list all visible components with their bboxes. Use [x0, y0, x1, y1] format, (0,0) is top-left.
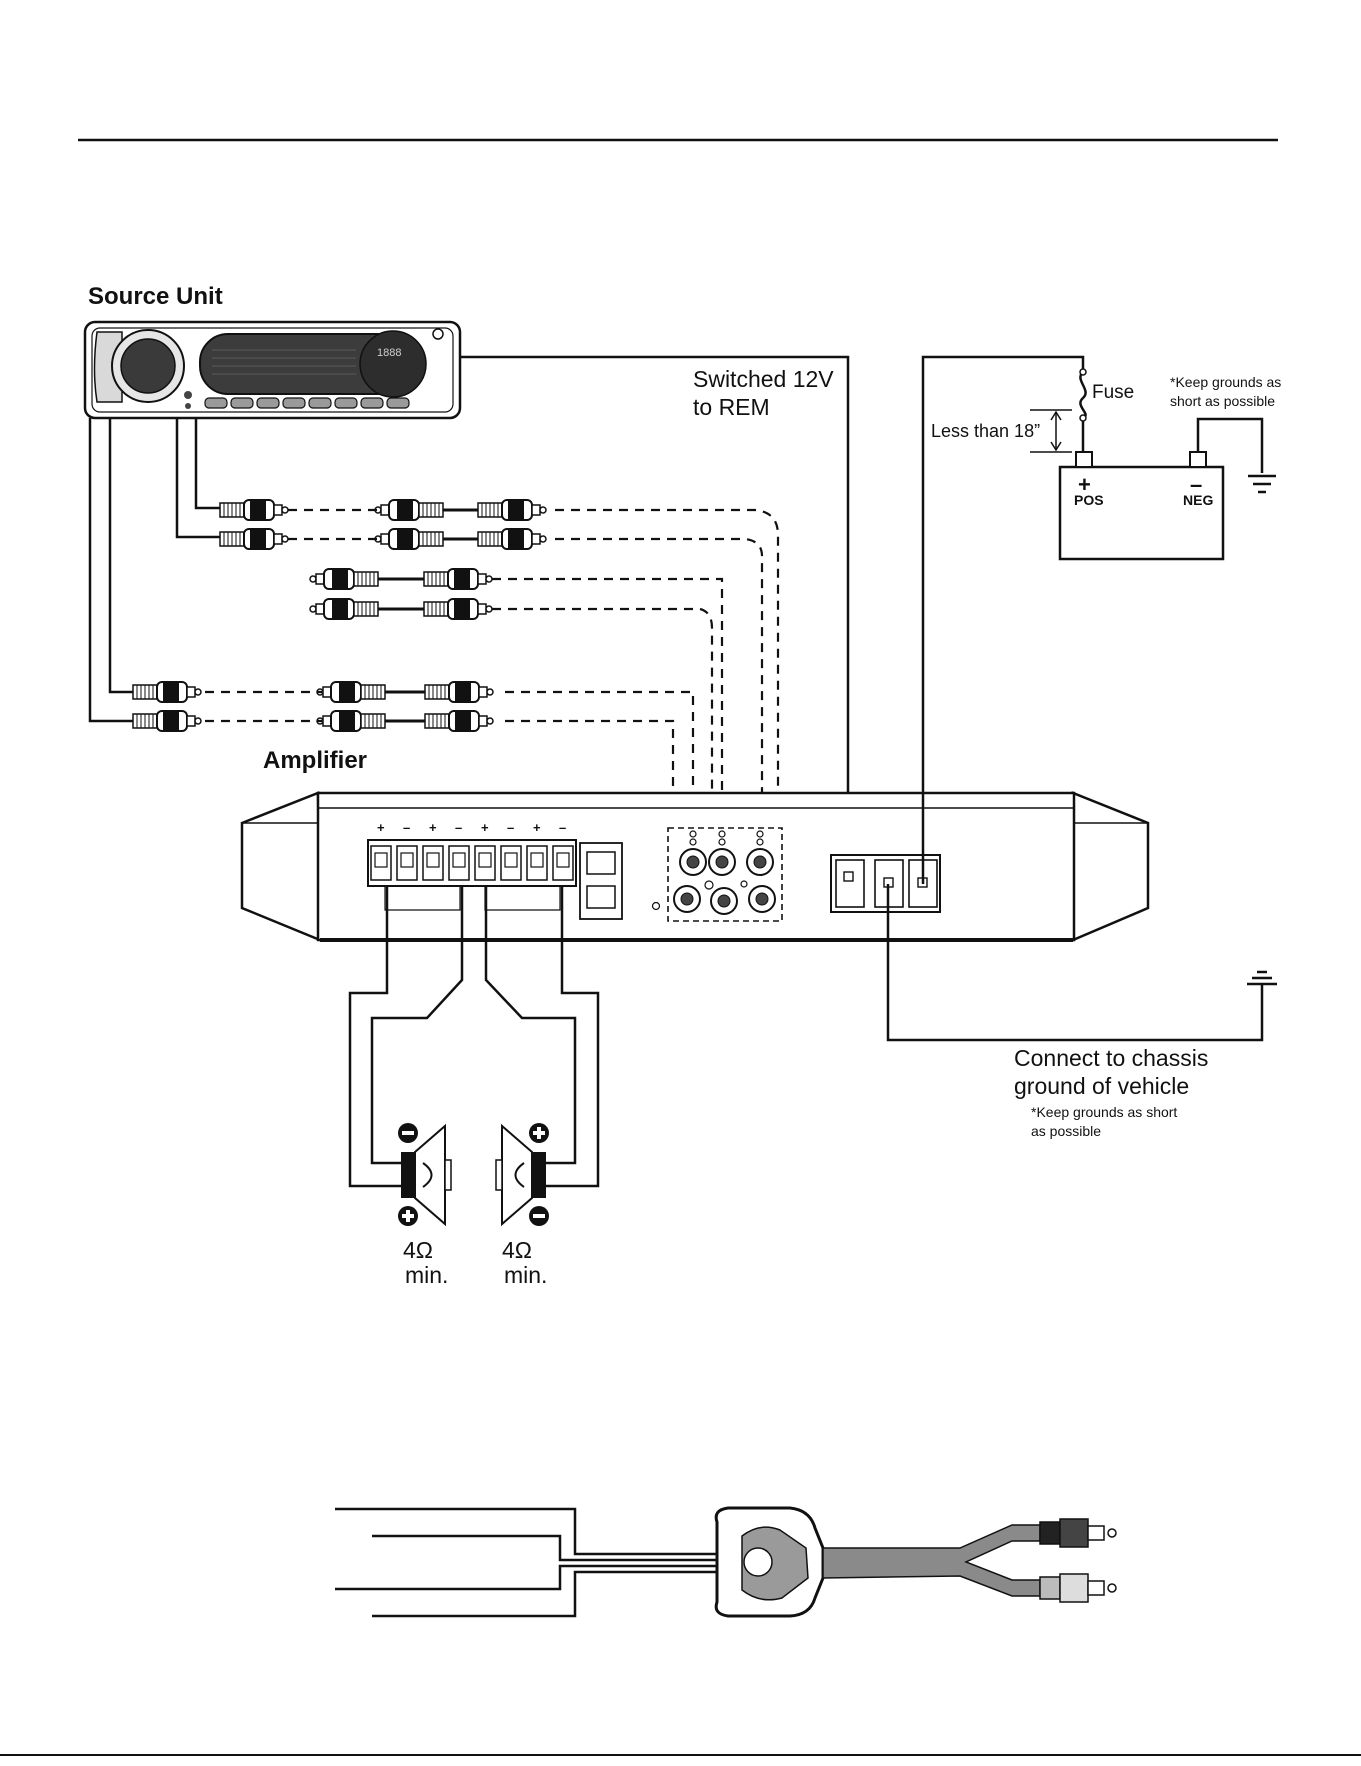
- switched-label-line1: Switched 12V: [693, 366, 834, 392]
- preset-button-icon: [309, 398, 331, 408]
- rca-plug-icon: [310, 599, 378, 619]
- remote-wire: [460, 357, 848, 857]
- speaker-left-icon: [398, 1123, 451, 1226]
- chassis-ground-icon: [1247, 972, 1277, 984]
- rca-plug-icon: [220, 500, 288, 520]
- rca-adapter-cable: [335, 1508, 1116, 1616]
- link-port-in-icon: [587, 852, 615, 874]
- rca-plug-icon: [424, 569, 492, 589]
- keep-grounds-top-line2: short as possible: [1170, 393, 1275, 409]
- rca-plug-icon: [317, 711, 385, 731]
- fuse-label: Fuse: [1092, 382, 1134, 403]
- terminal-sign: +: [481, 820, 489, 835]
- preset-button-icon: [387, 398, 409, 408]
- terminal-sign: –: [559, 820, 566, 835]
- distance-label: Less than 18”: [931, 421, 1040, 441]
- link-port-out-icon: [587, 886, 615, 908]
- speaker-left-ohm: 4Ω: [403, 1237, 433, 1263]
- amplifier: + – + – + – + –: [242, 793, 1148, 940]
- display-digits: 1888: [377, 347, 401, 359]
- rca-lead-3: [110, 418, 133, 692]
- terminal-sign: –: [403, 820, 410, 835]
- rca-plug-icon: [424, 599, 492, 619]
- rca-cables: [133, 500, 546, 731]
- eject-icon: [433, 329, 443, 339]
- battery-ground-wire: [1198, 419, 1262, 473]
- chassis-label-line2: ground of vehicle: [1014, 1073, 1189, 1099]
- terminal-sign: +: [377, 820, 385, 835]
- chassis-label-line1: Connect to chassis: [1014, 1045, 1208, 1071]
- preset-button-icon: [257, 398, 279, 408]
- rca-plug-icon: [425, 682, 493, 702]
- rca-plug-icon: [375, 500, 443, 520]
- speaker-left-min: min.: [405, 1262, 448, 1288]
- rca-lead-1: [196, 418, 220, 508]
- preset-button-icon: [283, 398, 305, 408]
- rca-plug-icon: [375, 529, 443, 549]
- source-unit: 1888: [85, 322, 460, 418]
- terminal-sign: –: [455, 820, 462, 835]
- ground-symbol-icon: [1248, 476, 1276, 492]
- rca-plug-icon: [133, 682, 201, 702]
- terminal-sign: +: [533, 820, 541, 835]
- dashed-signal-runs: [205, 510, 778, 828]
- rca-plug-icon: [478, 500, 546, 520]
- fuse-icon: [1080, 372, 1085, 418]
- source-unit-label: Source Unit: [88, 283, 223, 310]
- rca-plug-icon: [133, 711, 201, 731]
- rca-plug-icon: [425, 711, 493, 731]
- preset-button-icon: [205, 398, 227, 408]
- brand-logo-icon: [744, 1548, 772, 1576]
- speaker-right-ohm: 4Ω: [502, 1237, 532, 1263]
- speaker-right-min: min.: [504, 1262, 547, 1288]
- rca-plug-icon: [220, 529, 288, 549]
- keep-grounds-bottom-line2: as possible: [1031, 1123, 1101, 1139]
- speaker-right-icon: [496, 1123, 549, 1226]
- preset-button-icon: [361, 398, 383, 408]
- rca-plug-icon: [478, 529, 546, 549]
- battery-pos-label: POS: [1074, 492, 1104, 508]
- rca-lead-4: [90, 418, 133, 721]
- rca-plug-icon: [310, 569, 378, 589]
- amplifier-label: Amplifier: [263, 747, 367, 774]
- preset-button-icon: [231, 398, 253, 408]
- rca-lead-2: [177, 418, 220, 537]
- rca-plug-icon: [317, 682, 385, 702]
- terminal-sign: –: [507, 820, 514, 835]
- preset-button-icon: [335, 398, 357, 408]
- battery-neg-label: NEG: [1183, 492, 1213, 508]
- terminal-sign: +: [429, 820, 437, 835]
- keep-grounds-bottom-line1: *Keep grounds as short: [1031, 1104, 1177, 1120]
- switched-label-line2: to REM: [693, 394, 770, 420]
- keep-grounds-top-line1: *Keep grounds as: [1170, 374, 1281, 390]
